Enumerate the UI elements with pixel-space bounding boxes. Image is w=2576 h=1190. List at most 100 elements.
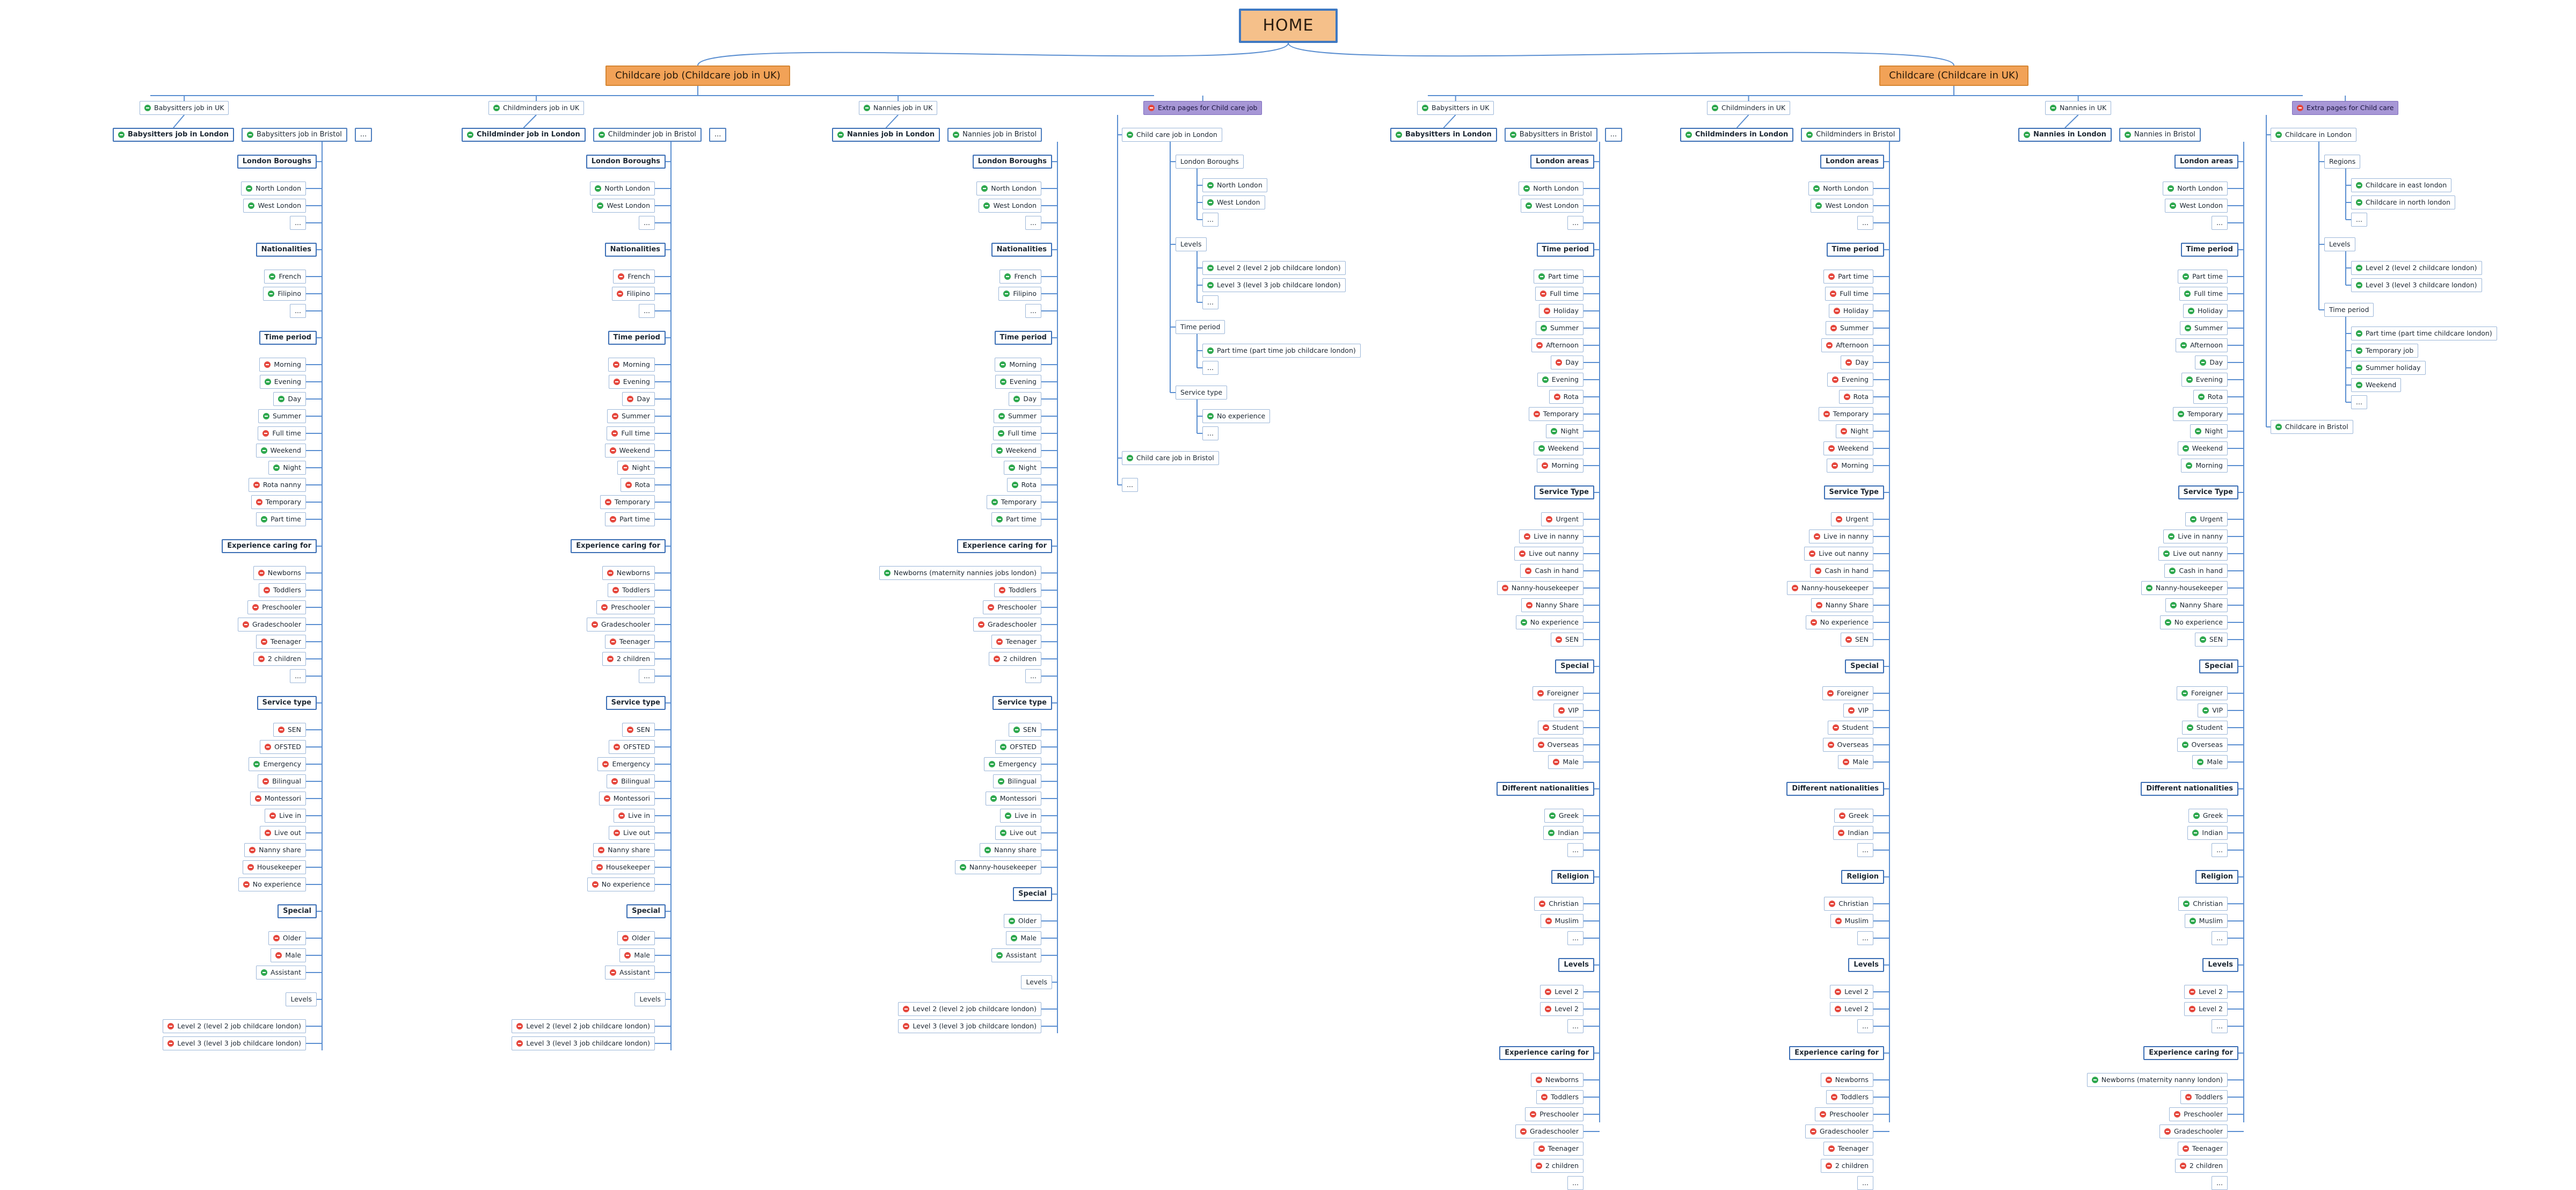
item-night[interactable]: Night: [1546, 424, 1583, 438]
item-muslim[interactable]: Muslim: [1830, 914, 1873, 928]
item-evening[interactable]: Evening: [259, 375, 306, 389]
item-level-3-level-3-job-childcare-london[interactable]: Level 3 (level 3 job childcare london): [512, 1036, 655, 1050]
item-emergency[interactable]: Emergency: [984, 757, 1041, 771]
group-levels[interactable]: Levels: [1848, 958, 1884, 972]
group-experience-caring-for[interactable]: Experience caring for: [957, 539, 1052, 553]
item-preschooler[interactable]: Preschooler: [1525, 1107, 1583, 1121]
group-special[interactable]: Special: [1845, 659, 1884, 673]
item-housekeeper[interactable]: Housekeeper: [242, 860, 306, 874]
item-sen[interactable]: SEN: [1008, 723, 1041, 737]
item-vip[interactable]: VIP: [1553, 703, 1583, 717]
item-toddlers[interactable]: Toddlers: [994, 583, 1041, 597]
item-gradeschooler[interactable]: Gradeschooler: [237, 618, 306, 632]
item-level-2[interactable]: Level 2: [1830, 985, 1873, 999]
group-london-boroughs[interactable]: London Boroughs: [586, 155, 666, 169]
tree-item-part-time-part-time-childcare-london[interactable]: Part time (part time childcare london): [2351, 326, 2497, 340]
item-north-london[interactable]: North London: [976, 182, 1041, 195]
item-housekeeper[interactable]: Housekeeper: [591, 860, 655, 874]
item-rota[interactable]: Rota: [1838, 390, 1873, 404]
item-male[interactable]: Male: [271, 948, 306, 962]
group-experience-caring-for[interactable]: Experience caring for: [1499, 1046, 1594, 1060]
item-older[interactable]: Older: [617, 931, 655, 945]
item-live-out-nanny[interactable]: Live out nanny: [1804, 547, 1873, 561]
group-service-type[interactable]: Service Type: [2178, 485, 2238, 499]
item-assistant[interactable]: Assistant: [605, 966, 655, 979]
item-morning[interactable]: Morning: [608, 358, 655, 372]
group-london-boroughs[interactable]: London Boroughs: [972, 155, 1052, 169]
item-no-experience[interactable]: No experience: [587, 877, 655, 891]
group-special[interactable]: Special: [1013, 887, 1052, 901]
group-time-period[interactable]: Time period: [2180, 243, 2238, 257]
item-more[interactable]: ...: [1857, 843, 1873, 857]
item-gradeschooler[interactable]: Gradeschooler: [586, 618, 655, 632]
item-overseas[interactable]: Overseas: [1822, 738, 1873, 752]
item-part-time[interactable]: Part time: [256, 512, 306, 526]
tree-group-london-boroughs[interactable]: London Boroughs: [1176, 155, 1244, 169]
item-morning[interactable]: Morning: [1537, 459, 1583, 473]
headrow-babysitters-in-london[interactable]: Babysitters in London: [1390, 128, 1497, 142]
item-level-2[interactable]: Level 2: [2184, 985, 2228, 999]
column-extra-pages-for-child-care[interactable]: Extra pages for Child care: [2292, 101, 2399, 115]
item-level-2[interactable]: Level 2: [1540, 1002, 1583, 1016]
item-level-2[interactable]: Level 2: [2184, 1002, 2228, 1016]
item-temporary[interactable]: Temporary: [600, 495, 655, 509]
item-french[interactable]: French: [264, 270, 306, 284]
item-part-time[interactable]: Part time: [991, 512, 1041, 526]
item-more[interactable]: ...: [1025, 669, 1041, 683]
column-babysitters-in-uk[interactable]: Babysitters in UK: [1417, 101, 1494, 115]
column-extra-pages-for-child-care-job[interactable]: Extra pages for Child care job: [1143, 101, 1263, 115]
item-student[interactable]: Student: [1827, 721, 1873, 735]
item-nanny-share[interactable]: Nanny share: [244, 843, 306, 857]
group-service-type[interactable]: Service type: [605, 696, 666, 710]
group-london-areas[interactable]: London areas: [1820, 155, 1884, 169]
item-weekend[interactable]: Weekend: [991, 444, 1041, 458]
tree-item-part-time-part-time-job-childcare-london[interactable]: Part time (part time job childcare londo…: [1202, 344, 1361, 358]
headrow-childminders-in-bristol[interactable]: Childminders in Bristol: [1801, 128, 1901, 142]
headrow-nannies-job-in-bristol[interactable]: Nannies job in Bristol: [947, 128, 1042, 142]
column-nannies-in-uk[interactable]: Nannies in UK: [2045, 101, 2112, 115]
item-evening[interactable]: Evening: [2181, 373, 2228, 387]
item-more[interactable]: ...: [290, 669, 306, 683]
item-level-2[interactable]: Level 2: [1830, 1002, 1873, 1016]
item-greek[interactable]: Greek: [1834, 809, 1873, 823]
item-2-children[interactable]: 2 children: [988, 652, 1041, 666]
item-muslim[interactable]: Muslim: [2184, 914, 2228, 928]
item-weekend[interactable]: Weekend: [2177, 441, 2228, 455]
tree-more[interactable]: ...: [1122, 478, 1138, 492]
headrow-childminder-job-in-london[interactable]: Childminder job in London: [462, 128, 586, 142]
group-different-nationalities[interactable]: Different nationalities: [1497, 782, 1594, 796]
item-live-out[interactable]: Live out: [995, 826, 1041, 840]
item-montessori[interactable]: Montessori: [599, 792, 655, 806]
item-temporary[interactable]: Temporary: [1528, 407, 1583, 421]
item-day[interactable]: Day: [622, 392, 655, 406]
item-nanny-share[interactable]: Nanny Share: [1521, 598, 1583, 612]
tree-item-more[interactable]: ...: [1202, 213, 1218, 227]
group-religion[interactable]: Religion: [1551, 870, 1594, 884]
tree-item-more[interactable]: ...: [2351, 213, 2367, 227]
item-2-children[interactable]: 2 children: [1530, 1159, 1583, 1173]
tree-item-no-experience[interactable]: No experience: [1202, 409, 1271, 423]
item-summer[interactable]: Summer: [1825, 321, 1873, 335]
item-urgent[interactable]: Urgent: [2185, 512, 2228, 526]
item-teenager[interactable]: Teenager: [991, 635, 1041, 649]
item-holiday[interactable]: Holiday: [2183, 304, 2228, 318]
item-full-time[interactable]: Full time: [993, 426, 1041, 440]
item-newborns-maternity-nanny-london[interactable]: Newborns (maternity nanny london): [2086, 1073, 2228, 1087]
item-teenager[interactable]: Teenager: [1823, 1142, 1873, 1156]
item-level-2-level-2-job-childcare-london[interactable]: Level 2 (level 2 job childcare london): [898, 1002, 1041, 1016]
item-night[interactable]: Night: [268, 461, 306, 475]
item-day[interactable]: Day: [2195, 355, 2228, 369]
item-part-time[interactable]: Part time: [1823, 270, 1873, 284]
tree-childcare-in-london[interactable]: Childcare in London: [2271, 128, 2356, 142]
item-french[interactable]: French: [613, 270, 655, 284]
item-foreigner[interactable]: Foreigner: [1532, 686, 1583, 700]
group-experience-caring-for[interactable]: Experience caring for: [571, 539, 666, 553]
item-nanny-housekeeper[interactable]: Nanny-housekeeper: [1786, 581, 1873, 595]
tree-group-levels[interactable]: Levels: [1176, 237, 1207, 251]
item-teenager[interactable]: Teenager: [2177, 1142, 2228, 1156]
group-levels[interactable]: Levels: [2202, 958, 2238, 972]
item-rota[interactable]: Rota: [620, 478, 655, 492]
item-afternoon[interactable]: Afternoon: [1821, 338, 1873, 352]
item-sen[interactable]: SEN: [1550, 633, 1583, 647]
headrow-babysitters-in-bristol[interactable]: Babysitters in Bristol: [1504, 128, 1597, 142]
